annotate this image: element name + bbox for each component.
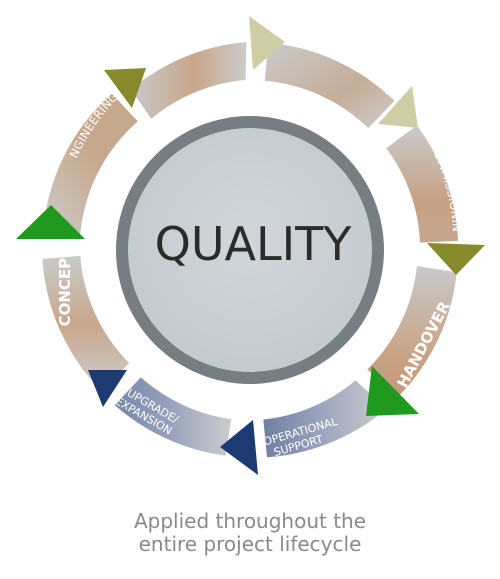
center-label: QUALITY — [155, 217, 353, 271]
ring-segment-operational-support — [263, 380, 387, 458]
center-circle-fill — [128, 128, 372, 372]
arrow-engineering-icon — [104, 68, 146, 108]
stage-label-concept: CONCEPT — [56, 247, 74, 327]
ring-segment-commissioning — [386, 125, 458, 243]
caption-line1: Applied throughout the — [133, 509, 367, 533]
caption-line2: entire project lifecycle — [138, 532, 362, 556]
ring-segment-construction — [264, 42, 395, 129]
ring-segment-upgrade-expansion — [114, 377, 232, 456]
ring-segment-handover — [367, 266, 457, 398]
arrow-upgrade-expansion-icon — [88, 370, 127, 407]
caption: Applied throughout the entire project li… — [0, 510, 500, 556]
ring-segment-concept — [42, 255, 130, 391]
arrow-operational-support-icon — [220, 420, 258, 475]
ring-segment-procurement — [131, 42, 247, 119]
arrow-procurement-icon — [249, 16, 285, 70]
arrow-commissioning-icon — [427, 243, 485, 275]
lifecycle-diagram: QUALITY PROCUREMENT CONSTRUCTION COMMISS… — [16, 16, 485, 475]
arrow-construction-icon — [378, 86, 418, 128]
ring-segment-engineering — [42, 93, 138, 238]
arrow-handover-icon — [366, 366, 419, 416]
arrow-concept-icon — [16, 205, 85, 239]
